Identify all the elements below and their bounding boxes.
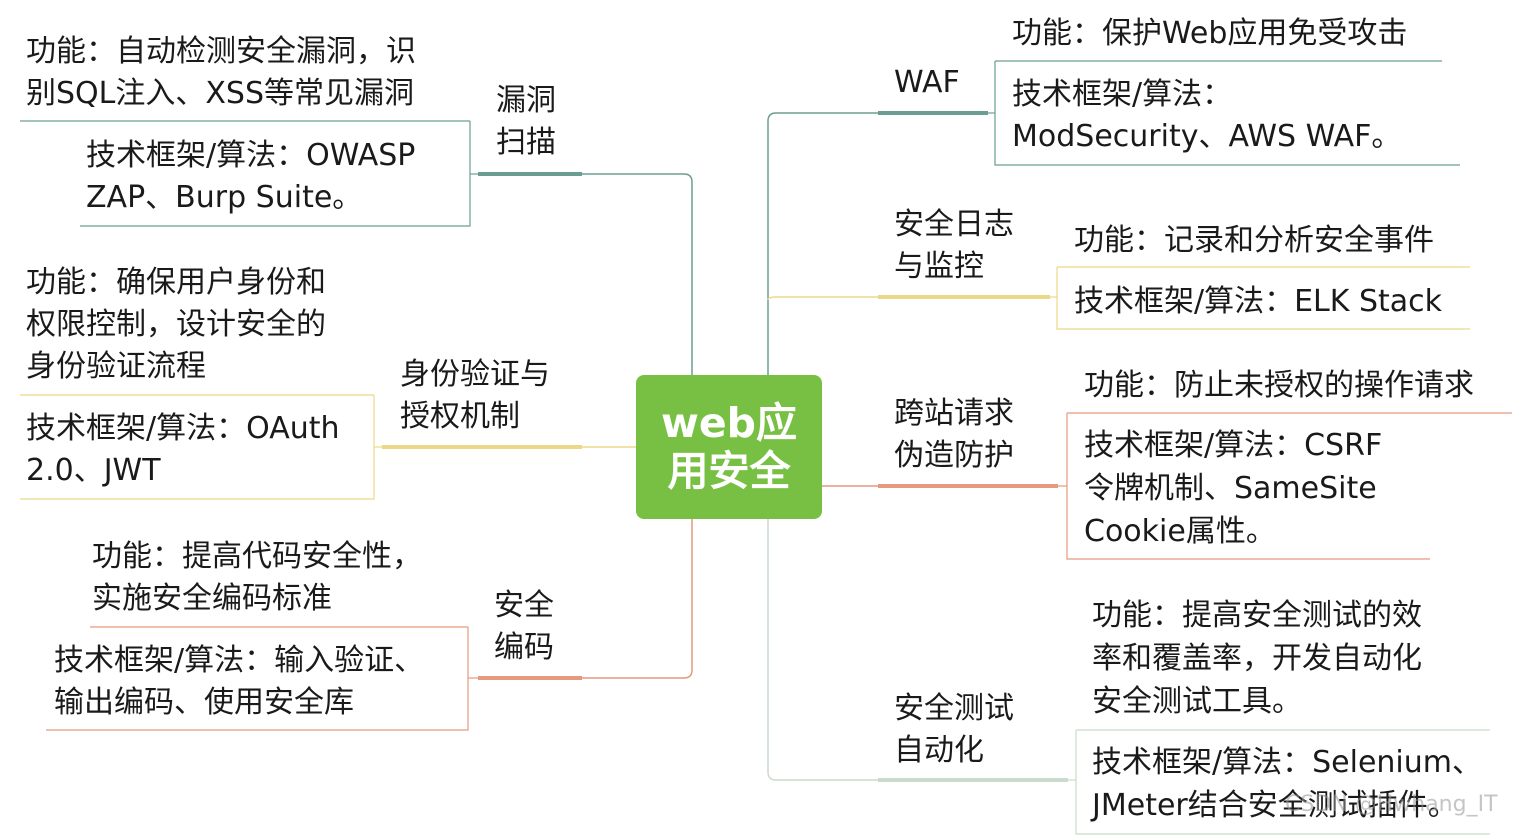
vuln-func-line-2: 别SQL注入、XSS等常见漏洞 — [26, 76, 415, 111]
connector-autotest — [767, 519, 878, 781]
branch-logging-line-1[interactable]: 安全日志 — [894, 207, 1014, 242]
vuln-tech-box — [80, 121, 471, 227]
branch-vuln-scan[interactable]: 漏洞扫描 — [496, 83, 556, 160]
coding-tech-line-1: 技术框架/算法：输入验证、 — [54, 643, 425, 678]
branch-coding-line-1[interactable]: 安全 — [494, 588, 554, 623]
branch-coding-line-2[interactable]: 编码 — [494, 630, 554, 665]
branch-waf[interactable]: WAF — [894, 65, 960, 100]
log-tech-line-1: 技术框架/算法：ELK Stack — [1074, 284, 1443, 319]
auth-tech-line-2: 2.0、JWT — [26, 453, 161, 488]
coding-func-line-2: 实施安全编码标准 — [92, 581, 332, 616]
auth-tech-box — [20, 395, 375, 500]
waf-tech-line-2: ModSecurity、AWS WAF。 — [1012, 119, 1402, 154]
autotest-func-line-3: 安全测试工具。 — [1092, 684, 1302, 719]
coding-tech-line-2: 输出编码、使用安全库 — [54, 685, 354, 720]
waf-tech-line-1: 技术框架/算法： — [1012, 77, 1233, 112]
vuln-tech-line-2: ZAP、Burp Suite。 — [86, 180, 363, 215]
vuln-func-line-1: 功能：自动检测安全漏洞，识 — [26, 34, 416, 69]
branch-autotest-line-2[interactable]: 自动化 — [894, 733, 984, 768]
log-func-line-1: 功能：记录和分析安全事件 — [1074, 223, 1434, 258]
autotest-func-line-1: 功能：提高安全测试的效 — [1092, 598, 1422, 633]
branch-auth-line-1[interactable]: 身份验证与 — [400, 357, 550, 392]
watermark: CSDN @Hwhang_IT — [1285, 792, 1498, 817]
autotest-tech-line-2: JMeter结合安全测试插件。 — [1092, 788, 1458, 823]
connector-logging — [767, 296, 878, 301]
auth-func-line-2: 权限控制，设计安全的 — [26, 307, 326, 342]
branch-auth-line-2[interactable]: 授权机制 — [400, 399, 520, 434]
log-tech-box — [1056, 267, 1470, 330]
branch-csrf-line-1[interactable]: 跨站请求 — [894, 396, 1014, 431]
branch-autotest-line-1[interactable]: 安全测试 — [894, 691, 1014, 726]
auth-tech-line-1: 技术框架/算法：OAuth — [26, 411, 340, 446]
vuln-tech-line-1: 技术框架/算法：OWASP — [86, 138, 416, 173]
csrf-tech-line-3: Cookie属性。 — [1084, 514, 1276, 549]
connector-vuln-scan — [478, 173, 693, 375]
central-topic[interactable]: web应用安全 — [636, 375, 822, 519]
waf-tech-box — [994, 61, 1460, 166]
waf-func-line-1: 功能：保护Web应用免受攻击 — [1012, 16, 1408, 51]
csrf-tech-line-1: 技术框架/算法：CSRF — [1084, 428, 1383, 463]
connector-secure-coding — [478, 519, 693, 679]
branch-logging-line-2[interactable]: 与监控 — [894, 249, 984, 284]
central-topic-label: web应用安全 — [660, 399, 798, 495]
autotest-tech-line-1: 技术框架/算法：Selenium、 — [1092, 745, 1482, 780]
autotest-func-line-2: 率和覆盖率，开发自动化 — [1092, 641, 1422, 676]
csrf-func-line-1: 功能：防止未授权的操作请求 — [1084, 368, 1474, 403]
autotest-tech-box — [1075, 730, 1490, 835]
auth-func-line-1: 功能：确保用户身份和 — [26, 265, 326, 300]
coding-func-line-1: 功能：提高代码安全性， — [92, 539, 422, 574]
csrf-tech-line-2: 令牌机制、SameSite — [1084, 471, 1377, 506]
auth-func-line-3: 身份验证流程 — [26, 349, 206, 384]
coding-tech-box — [46, 627, 469, 731]
csrf-tech-box — [1066, 413, 1430, 560]
branch-csrf-line-2[interactable]: 伪造防护 — [894, 438, 1014, 473]
connector-waf — [767, 112, 878, 375]
